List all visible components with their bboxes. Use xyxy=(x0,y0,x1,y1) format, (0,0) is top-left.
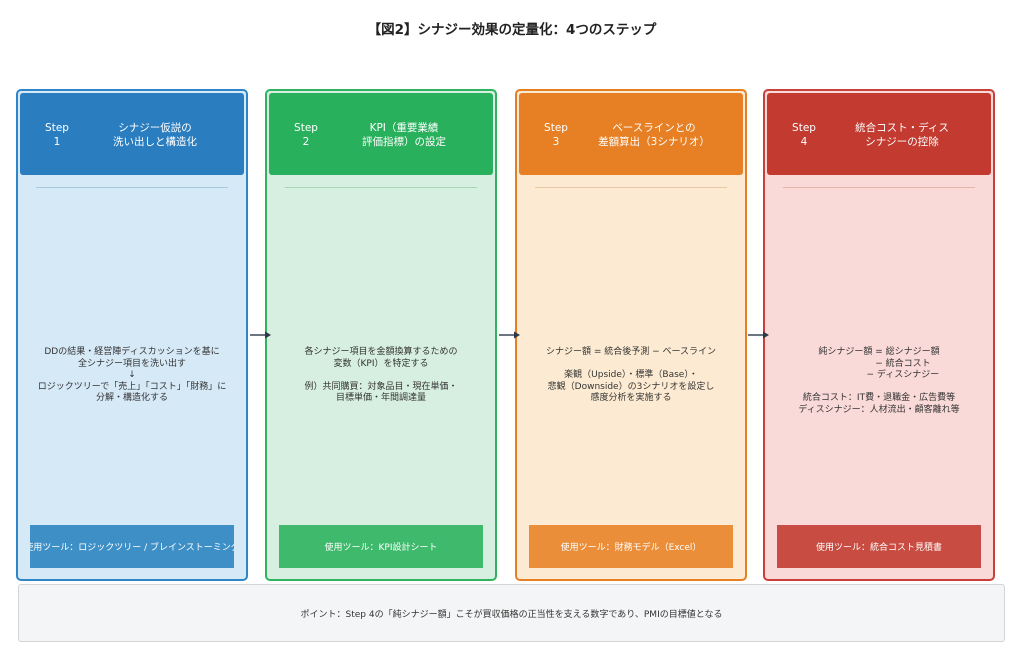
page-title: 【図2】シナジー効果の定量化：4つのステップ xyxy=(367,22,657,38)
arrow-right-icon xyxy=(250,331,271,339)
step-number: Step 4 xyxy=(792,122,816,148)
step-card-2: Step 2 KPI（重要業績 評価指標）の設定 各シナジー項目を金額換算するた… xyxy=(265,89,497,581)
step-card-1: Step 1 シナジー仮説の 洗い出しと構造化 DDの結果・経営陣ディスカッショ… xyxy=(16,89,248,581)
key-point-note: ポイント：Step 4の「純シナジー額」こそが買収価格の正当性を支える数字であり… xyxy=(18,584,1005,642)
arrow-right-icon xyxy=(499,331,520,339)
step-card-4: Step 4 統合コスト・ディス シナジーの控除 純シナジー額 = 総シナジー額… xyxy=(763,89,995,581)
tool-badge: 使用ツール：KPI設計シート xyxy=(279,525,483,568)
step-number: Step 2 xyxy=(294,122,318,148)
step-header: Step 1 シナジー仮説の 洗い出しと構造化 xyxy=(20,93,244,175)
divider xyxy=(285,187,477,188)
step-description: 純シナジー額 = 総シナジー額 − 統合コスト − ディスシナジー 統合コスト：… xyxy=(798,347,960,415)
divider xyxy=(535,187,727,188)
step-number: Step 1 xyxy=(45,122,69,148)
step-title: ベースラインとの 差額算出（3シナリオ） xyxy=(598,122,710,148)
step-title: 統合コスト・ディス シナジーの控除 xyxy=(855,122,949,148)
step-header: Step 4 統合コスト・ディス シナジーの控除 xyxy=(767,93,991,175)
step-description: シナジー額 = 統合後予測 − ベースライン 楽観（Upside）・標準（Bas… xyxy=(545,347,717,403)
step-title: KPI（重要業績 評価指標）の設定 xyxy=(362,122,446,148)
step-description: 各シナジー項目を金額換算するための 変数（KPI）を特定する 例）共同購買：対象… xyxy=(304,347,458,403)
tool-badge: 使用ツール：財務モデル（Excel） xyxy=(529,525,733,568)
step-description: DDの結果・経営陣ディスカッションを基に 全シナジー項目を洗い出す ↓ ロジック… xyxy=(37,347,227,403)
step-header: Step 3 ベースラインとの 差額算出（3シナリオ） xyxy=(519,93,743,175)
tool-badge: 使用ツール：統合コスト見積書 xyxy=(777,525,981,568)
tool-badge: 使用ツール：ロジックツリー / ブレインストーミング xyxy=(30,525,234,568)
divider xyxy=(783,187,975,188)
step-card-3: Step 3 ベースラインとの 差額算出（3シナリオ） シナジー額 = 統合後予… xyxy=(515,89,747,581)
step-number: Step 3 xyxy=(544,122,568,148)
arrow-right-icon xyxy=(748,331,769,339)
step-header: Step 2 KPI（重要業績 評価指標）の設定 xyxy=(269,93,493,175)
step-title: シナジー仮説の 洗い出しと構造化 xyxy=(113,122,197,148)
divider xyxy=(36,187,228,188)
